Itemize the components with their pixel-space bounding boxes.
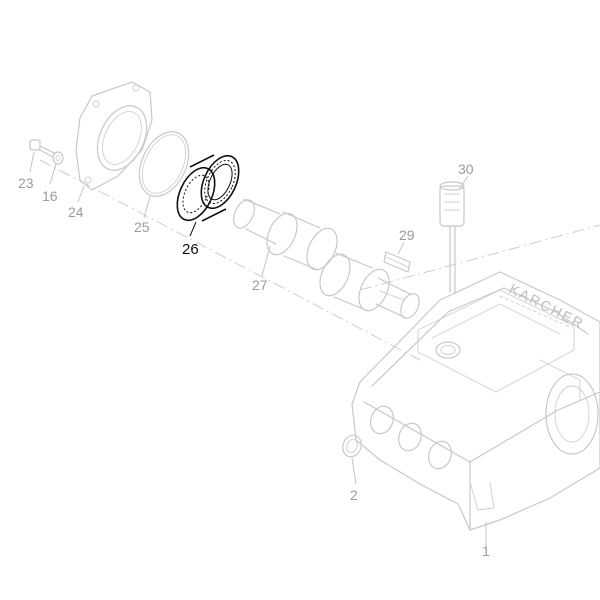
leader-2 <box>351 457 357 485</box>
part-1-crankcase-housing <box>351 271 600 531</box>
callout-2: 2 <box>350 487 358 503</box>
callout-1: 1 <box>482 543 490 559</box>
callout-25: 25 <box>134 219 150 235</box>
part-16-washer <box>52 151 64 165</box>
callout-24: 24 <box>68 204 84 220</box>
callout-27: 27 <box>252 277 268 293</box>
part-26-roller-bearing <box>176 154 240 222</box>
leader-26 <box>189 221 197 237</box>
leader-30 <box>459 175 469 189</box>
leader-25 <box>143 195 151 219</box>
leader-23 <box>29 151 35 173</box>
part-27-eccentric-shaft <box>233 198 420 319</box>
leader-29 <box>397 241 405 255</box>
part-2-plug <box>342 434 362 458</box>
housing-brand-lettering: KARCHER <box>507 280 588 332</box>
callout-29: 29 <box>399 227 415 243</box>
leader-24 <box>77 185 85 203</box>
callout-26: 26 <box>182 241 199 258</box>
shaft-axis-line <box>39 159 421 361</box>
leader-27 <box>261 245 271 277</box>
part-24-bearing-cover <box>75 81 153 191</box>
leader-16 <box>49 163 57 185</box>
part-30-oil-dipstick <box>439 181 465 293</box>
part-25-o-ring <box>138 131 190 197</box>
callout-30: 30 <box>458 161 474 177</box>
part-23-screw <box>29 139 55 158</box>
part-29-key <box>383 251 411 273</box>
callout-16: 16 <box>42 188 58 204</box>
callout-23: 23 <box>18 175 34 191</box>
secondary-axis-line <box>359 224 600 291</box>
